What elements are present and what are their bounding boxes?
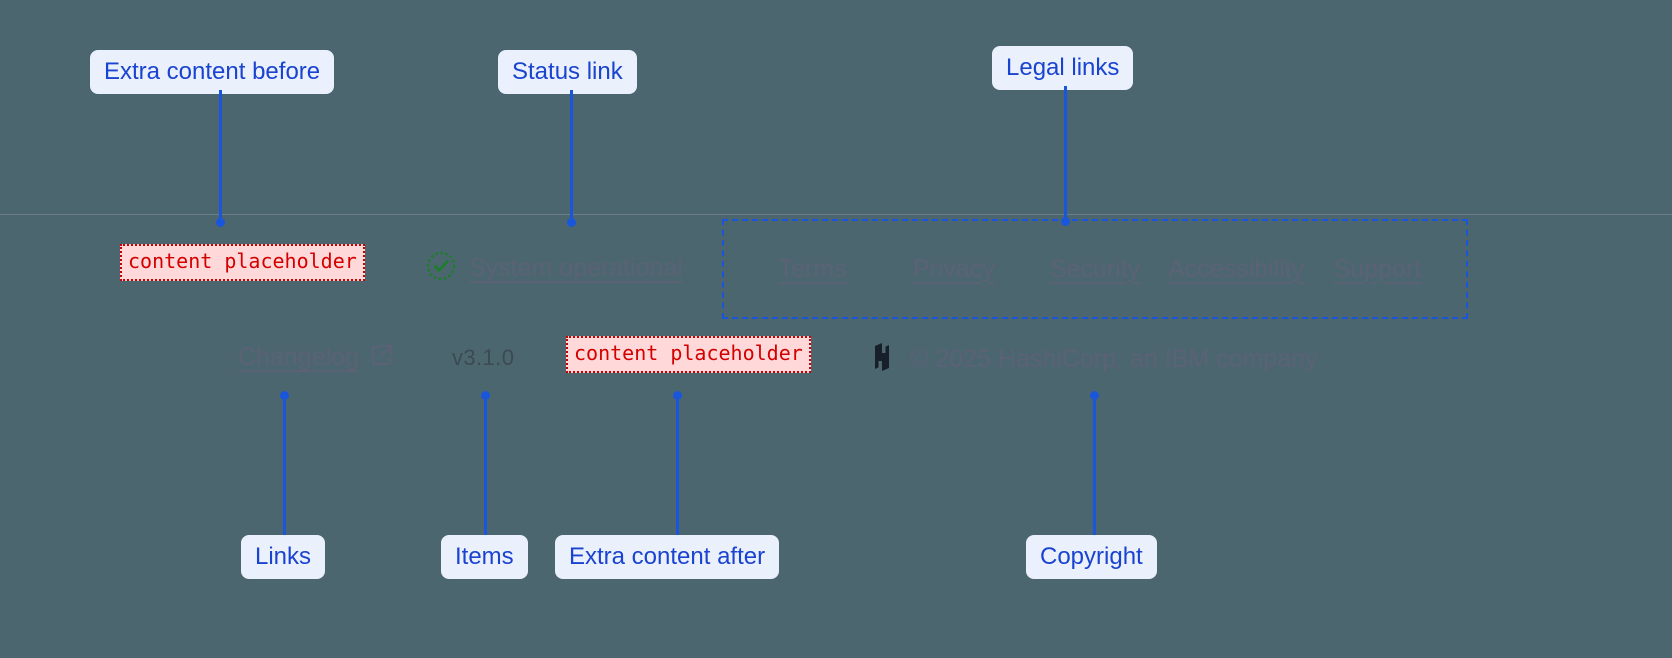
annotation-dot-links [280, 391, 289, 400]
status-link[interactable]: System operational [425, 250, 683, 287]
annotation-dot-extra-after [673, 391, 682, 400]
legal-link-privacy[interactable]: Privacy [912, 254, 995, 283]
annotation-dot-items [481, 391, 490, 400]
annotation-dot-legal [1061, 217, 1070, 226]
copyright-block: © 2025 HashiCorp, an IBM company [868, 342, 1318, 377]
legal-links-group: Terms Privacy Security Accessibility Sup… [722, 219, 1468, 319]
changelog-link[interactable]: Changelog [238, 342, 395, 373]
legal-link-support[interactable]: Support [1333, 254, 1422, 283]
version-item: v3.1.0 [452, 345, 515, 370]
annotation-leader-links [283, 400, 286, 535]
annotation-leader-copyright [1093, 400, 1096, 535]
footer-region [0, 214, 1672, 658]
legal-link-security[interactable]: Security [1049, 254, 1141, 283]
annotation-status-link: Status link [498, 50, 637, 94]
annotation-dot-extra-before [216, 218, 225, 227]
annotation-items: Items [441, 535, 528, 579]
annotation-leader-legal [1064, 86, 1067, 220]
annotation-dot-copyright [1090, 391, 1099, 400]
changelog-link-label: Changelog [238, 343, 359, 371]
hashicorp-logo [868, 342, 896, 377]
annotation-leader-extra-after [676, 400, 679, 535]
annotation-leader-status [570, 90, 573, 220]
annotation-links: Links [241, 535, 326, 579]
annotation-dot-status [567, 218, 576, 227]
annotation-leader-items [484, 400, 487, 535]
legal-link-accessibility[interactable]: Accessibility [1168, 254, 1305, 283]
annotation-legal-links: Legal links [992, 46, 1134, 90]
extra-content-after-placeholder: content placeholder [566, 336, 811, 373]
external-link-icon [369, 342, 395, 373]
annotation-extra-content-before: Extra content before [90, 50, 335, 94]
check-circle-icon [425, 250, 457, 287]
annotation-extra-content-after: Extra content after [555, 535, 780, 579]
legal-link-terms[interactable]: Terms [778, 254, 847, 283]
extra-content-before-placeholder: content placeholder [120, 244, 365, 281]
annotation-copyright: Copyright [1026, 535, 1157, 579]
copyright-text: © 2025 HashiCorp, an IBM company [910, 345, 1318, 373]
status-link-label: System operational [469, 254, 684, 282]
annotation-leader-extra-before [219, 90, 222, 220]
